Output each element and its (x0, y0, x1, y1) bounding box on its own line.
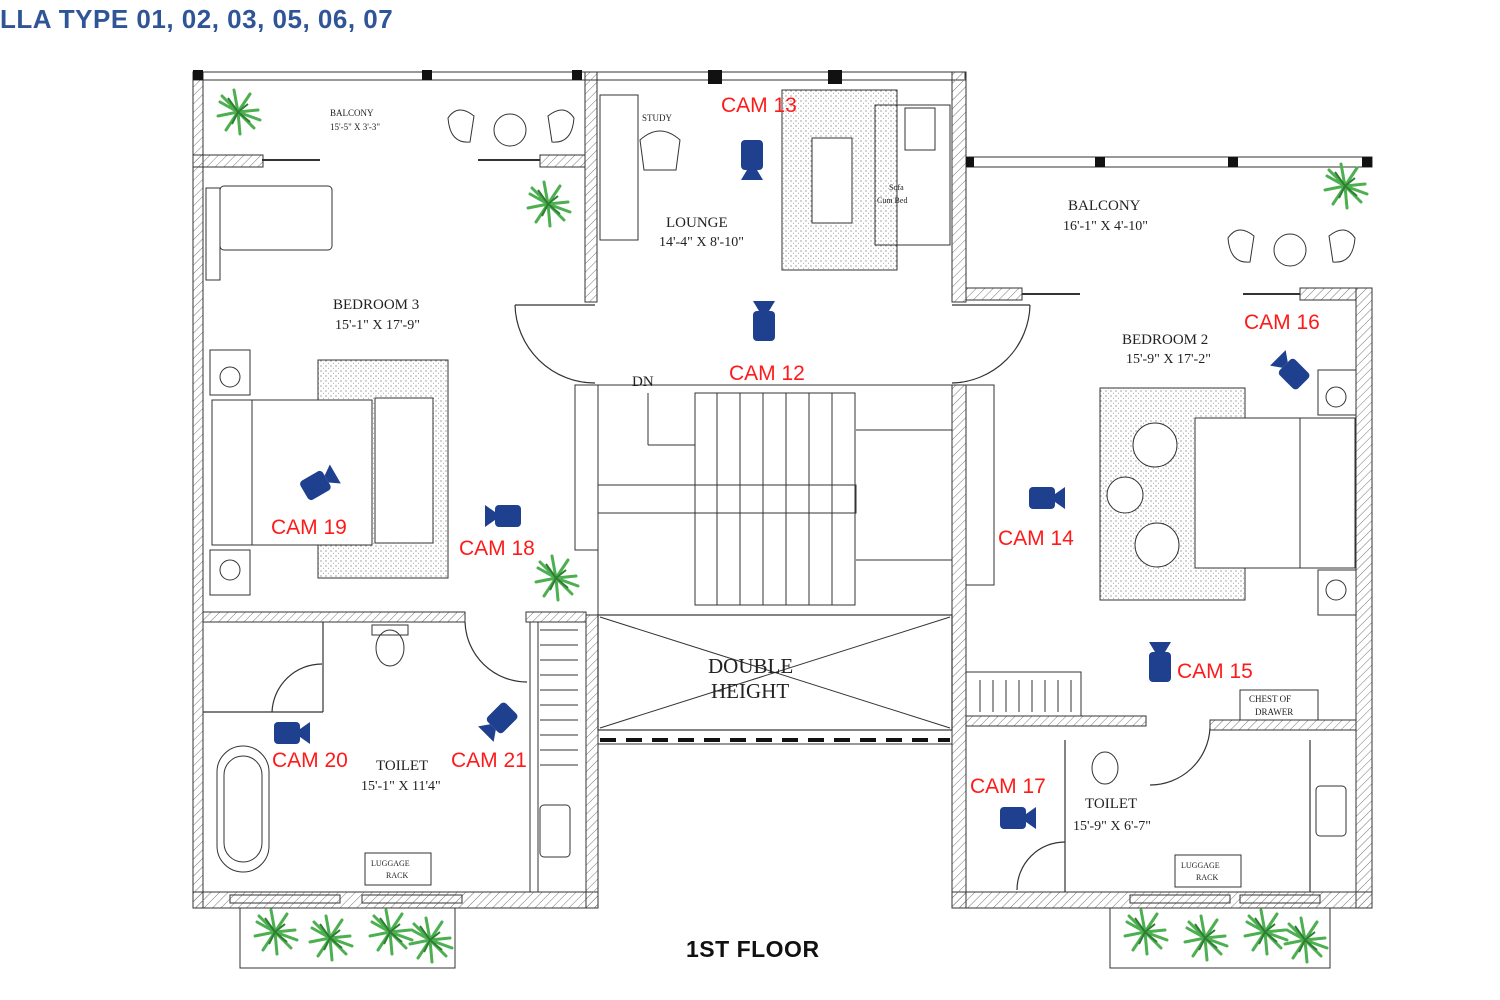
door-swings (203, 304, 1311, 892)
bedroom3-dim: 15'-1" X 17'-9" (335, 318, 420, 333)
cam-20-label: CAM 20 (272, 749, 348, 772)
cctv-camera-icon (1270, 350, 1312, 392)
balcony-right-dim: 16'-1" X 4'-10" (1063, 219, 1148, 234)
cctv-camera-icon (1000, 807, 1036, 829)
toilet-right-dim: 15'-9" X 6'-7" (1073, 819, 1151, 834)
balcony-left-name: BALCONY (330, 108, 374, 118)
balcony-left-dim: 15'-5" X 3'-3" (330, 122, 380, 132)
furniture (205, 89, 1357, 969)
chest-label-1: CHEST OF (1249, 694, 1291, 704)
cam-14-label: CAM 14 (998, 527, 1074, 550)
cam-21-label: CAM 21 (451, 749, 527, 772)
stair-dn-label: DN (632, 374, 654, 390)
cam-12-label: CAM 12 (729, 362, 805, 385)
floor-label: 1ST FLOOR (686, 936, 820, 962)
luggage-right-label-1: LUGGAGE (1181, 861, 1220, 870)
cctv-camera-icon (1149, 642, 1171, 682)
cam-13-label: CAM 13 (721, 94, 797, 117)
luggage-right-label-2: RACK (1196, 873, 1218, 882)
sofa-label-1: Sofa (889, 183, 904, 192)
walls (192, 70, 1373, 909)
sofa-label-2: Cum Bed (877, 196, 907, 205)
bedroom2-name: BEDROOM 2 (1122, 332, 1208, 348)
luggage-left-label-1: LUGGAGE (371, 859, 410, 868)
toilet-left-dim: 15'-1" X 11'4" (361, 779, 441, 794)
lounge-dim: 14'-4" X 8'-10" (659, 235, 744, 250)
double-height-line2: HEIGHT (711, 679, 789, 703)
chest-label-2: DRAWER (1255, 707, 1293, 717)
luggage-left-label-2: RACK (386, 871, 408, 880)
cctv-camera-icon (753, 301, 775, 341)
cctv-camera-icon (485, 505, 521, 527)
lounge-name: LOUNGE (666, 215, 728, 231)
cam-15-label: CAM 15 (1177, 660, 1253, 683)
cctv-camera-icon (1029, 487, 1065, 509)
bedroom3-name: BEDROOM 3 (333, 297, 419, 313)
toilet-left-name: TOILET (376, 758, 428, 774)
bedroom2-dim: 15'-9" X 17'-2" (1126, 352, 1211, 367)
cam-16-label: CAM 16 (1244, 311, 1320, 334)
toilet-right-name: TOILET (1085, 796, 1137, 812)
cam-19-label: CAM 19 (271, 516, 347, 539)
study-name: STUDY (642, 113, 673, 123)
cctv-camera-icon (478, 700, 520, 742)
cam-17-label: CAM 17 (970, 775, 1046, 798)
cam-18-label: CAM 18 (459, 537, 535, 560)
page-title: LLA TYPE 01, 02, 03, 05, 06, 07 (0, 4, 394, 34)
cctv-camera-icon (741, 140, 763, 180)
cctv-camera-icon (274, 722, 310, 744)
double-height-line1: DOUBLE (708, 654, 793, 678)
balcony-right-name: BALCONY (1068, 198, 1141, 214)
